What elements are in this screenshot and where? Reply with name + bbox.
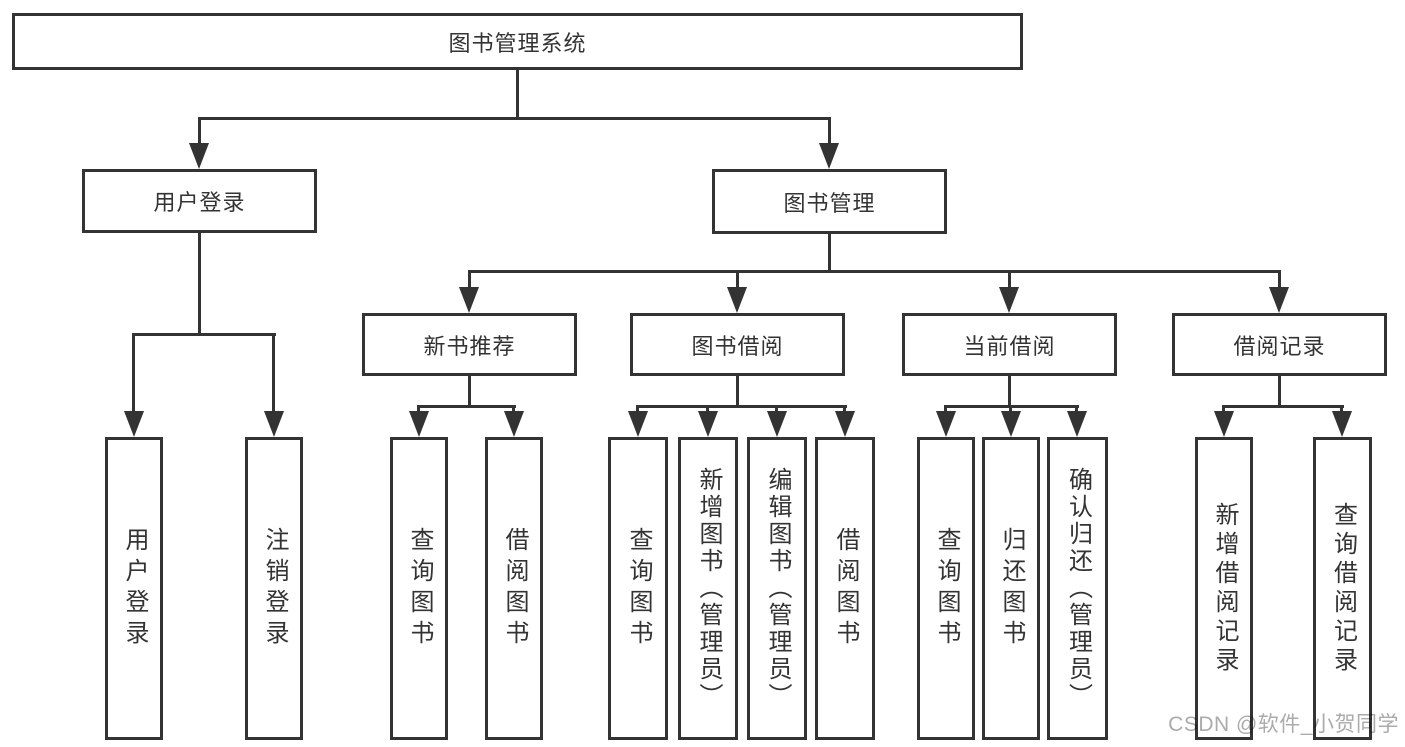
leaf-return-books: 归还图书 <box>982 437 1040 740</box>
connector-section-stub <box>736 374 739 408</box>
node-root: 图书管理系统 <box>12 13 1023 70</box>
arrow-down-icon <box>999 287 1019 313</box>
node-current-borrowing: 当前借阅 <box>902 313 1117 376</box>
arrow-down-icon <box>264 411 284 437</box>
arrow-down-icon <box>1214 411 1234 437</box>
connector-user-login-stub <box>198 231 201 336</box>
arrow-down-icon <box>1332 411 1352 437</box>
connector-stem <box>468 270 471 293</box>
connector-leaf-elbow <box>636 405 847 408</box>
connector-root-stub <box>516 67 519 120</box>
arrow-down-icon <box>628 411 648 437</box>
arrow-down-icon <box>504 411 524 437</box>
leaf-logout: 注销登录 <box>245 437 303 740</box>
leaf-label: 查询图书 <box>406 526 433 651</box>
connector-stem <box>198 117 201 147</box>
leaf-borrow-books: 借阅图书 <box>815 437 875 740</box>
leaf-label: 查询图书 <box>933 526 960 651</box>
connector-stem <box>1278 270 1281 293</box>
leaf-user-login: 用户登录 <box>105 437 163 740</box>
connector-section-stub <box>1278 374 1281 408</box>
node-borrowing-records: 借阅记录 <box>1172 313 1387 376</box>
watermark: CSDN @软件_小贺同学 <box>1168 713 1399 736</box>
leaf-edit-books-admin: 编辑图书（管理员） <box>747 437 807 740</box>
leaf-query-borrow-record: 查询借阅记录 <box>1313 437 1372 740</box>
connector-stem <box>828 117 831 147</box>
arrow-down-icon <box>698 411 718 437</box>
leaf-query-books-current: 查询图书 <box>917 437 975 740</box>
leaf-label: 查询借阅记录 <box>1329 501 1357 676</box>
leaf-label: 借阅图书 <box>832 526 859 651</box>
arrow-down-icon <box>189 143 209 169</box>
node-book-borrowing: 图书借阅 <box>630 313 845 376</box>
connector-stem <box>272 333 275 417</box>
connector-leaf-elbow <box>1222 405 1344 408</box>
connector-level1-elbow <box>198 117 831 120</box>
arrow-down-icon <box>409 411 429 437</box>
leaf-label: 新增图书（管理员） <box>695 467 722 710</box>
arrow-down-icon <box>727 287 747 313</box>
connector-book-mgmt-stub <box>828 232 831 273</box>
leaf-label: 借阅图书 <box>501 526 528 651</box>
arrow-down-icon <box>124 411 144 437</box>
leaf-label: 编辑图书（管理员） <box>764 467 791 710</box>
connector-user-login-elbow <box>132 333 276 336</box>
node-current-borrowing-label: 当前借阅 <box>963 333 1056 359</box>
leaf-label: 新增借阅记录 <box>1211 501 1238 676</box>
node-book-borrowing-label: 图书借阅 <box>691 333 784 359</box>
connector-level3-elbow <box>468 270 1281 273</box>
node-book-management: 图书管理 <box>712 169 947 234</box>
connector-stem <box>1008 270 1011 293</box>
leaf-add-borrow-record: 新增借阅记录 <box>1195 437 1253 740</box>
node-borrowing-records-label: 借阅记录 <box>1233 333 1326 359</box>
leaf-label: 归还图书 <box>998 526 1025 651</box>
leaf-label: 用户登录 <box>121 526 148 651</box>
arrow-down-icon <box>1067 411 1087 437</box>
leaf-label: 注销登录 <box>261 526 288 651</box>
node-book-management-label: 图书管理 <box>783 190 876 216</box>
node-new-book-recommend: 新书推荐 <box>362 313 577 376</box>
arrow-down-icon <box>1269 287 1289 313</box>
node-user-login: 用户登录 <box>82 169 317 233</box>
connector-stem <box>736 270 739 293</box>
leaf-query-books-borrowing: 查询图书 <box>608 437 668 740</box>
leaf-add-books-admin: 新增图书（管理员） <box>678 437 738 740</box>
connector-leaf-elbow <box>418 405 516 408</box>
leaf-borrow-books-recommend: 借阅图书 <box>485 437 543 740</box>
leaf-label: 查询图书 <box>625 526 652 651</box>
arrow-down-icon <box>459 287 479 313</box>
leaf-confirm-return-admin: 确认归还（管理员） <box>1047 437 1108 740</box>
arrow-down-icon <box>767 411 787 437</box>
node-root-label: 图书管理系统 <box>448 30 587 56</box>
connector-section-stub <box>468 374 471 408</box>
arrow-down-icon <box>1001 411 1021 437</box>
connector-stem <box>132 333 135 417</box>
arrow-down-icon <box>835 411 855 437</box>
leaf-query-books-recommend: 查询图书 <box>390 437 448 740</box>
leaf-label: 确认归还（管理员） <box>1064 467 1092 710</box>
connector-section-stub <box>1008 374 1011 408</box>
node-new-book-recommend-label: 新书推荐 <box>423 333 516 359</box>
arrow-down-icon <box>819 143 839 169</box>
arrow-down-icon <box>936 411 956 437</box>
node-user-login-label: 用户登录 <box>153 190 246 215</box>
